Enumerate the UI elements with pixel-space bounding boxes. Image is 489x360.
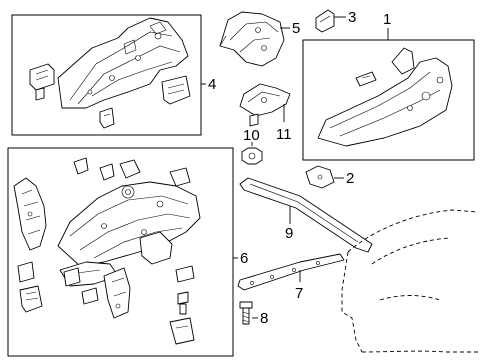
callout-2: 2: [346, 170, 354, 187]
part-4-small-bracket: [99, 107, 115, 129]
part-3-clip: [315, 9, 335, 33]
part-4-bracket-lower: [161, 75, 191, 105]
callout-7: 7: [295, 285, 303, 302]
part-1-side-member: [317, 47, 453, 147]
part-10-nut: [241, 147, 263, 165]
group-box-4: [11, 14, 202, 136]
callout-8: 8: [260, 310, 268, 327]
fender-outline: [341, 209, 479, 353]
callout-5: 5: [292, 20, 300, 37]
group-box-1: [302, 39, 475, 161]
part-6-left-pillar: [13, 177, 47, 251]
part-5-upper-bracket: [219, 11, 285, 67]
part-7-flat-bar: [237, 253, 345, 291]
part-8-bolt: [239, 301, 253, 325]
callout-9: 9: [285, 225, 293, 242]
part-6-lower-brackets: [17, 261, 195, 345]
part-11-bracket: [239, 83, 291, 127]
callout-6: 6: [240, 250, 248, 267]
part-2-bracket: [305, 165, 335, 189]
callout-4: 4: [208, 76, 216, 93]
callout-3: 3: [348, 9, 356, 26]
callout-11: 11: [276, 126, 292, 143]
group-box-6: [7, 147, 234, 357]
part-4-bracket-left: [29, 63, 55, 101]
part-9-brace: [239, 177, 373, 253]
callout-1: 1: [383, 11, 391, 28]
callout-10: 10: [243, 127, 260, 144]
part-6-front-structure: [57, 157, 201, 287]
part-4-apron-rail: [57, 17, 189, 109]
